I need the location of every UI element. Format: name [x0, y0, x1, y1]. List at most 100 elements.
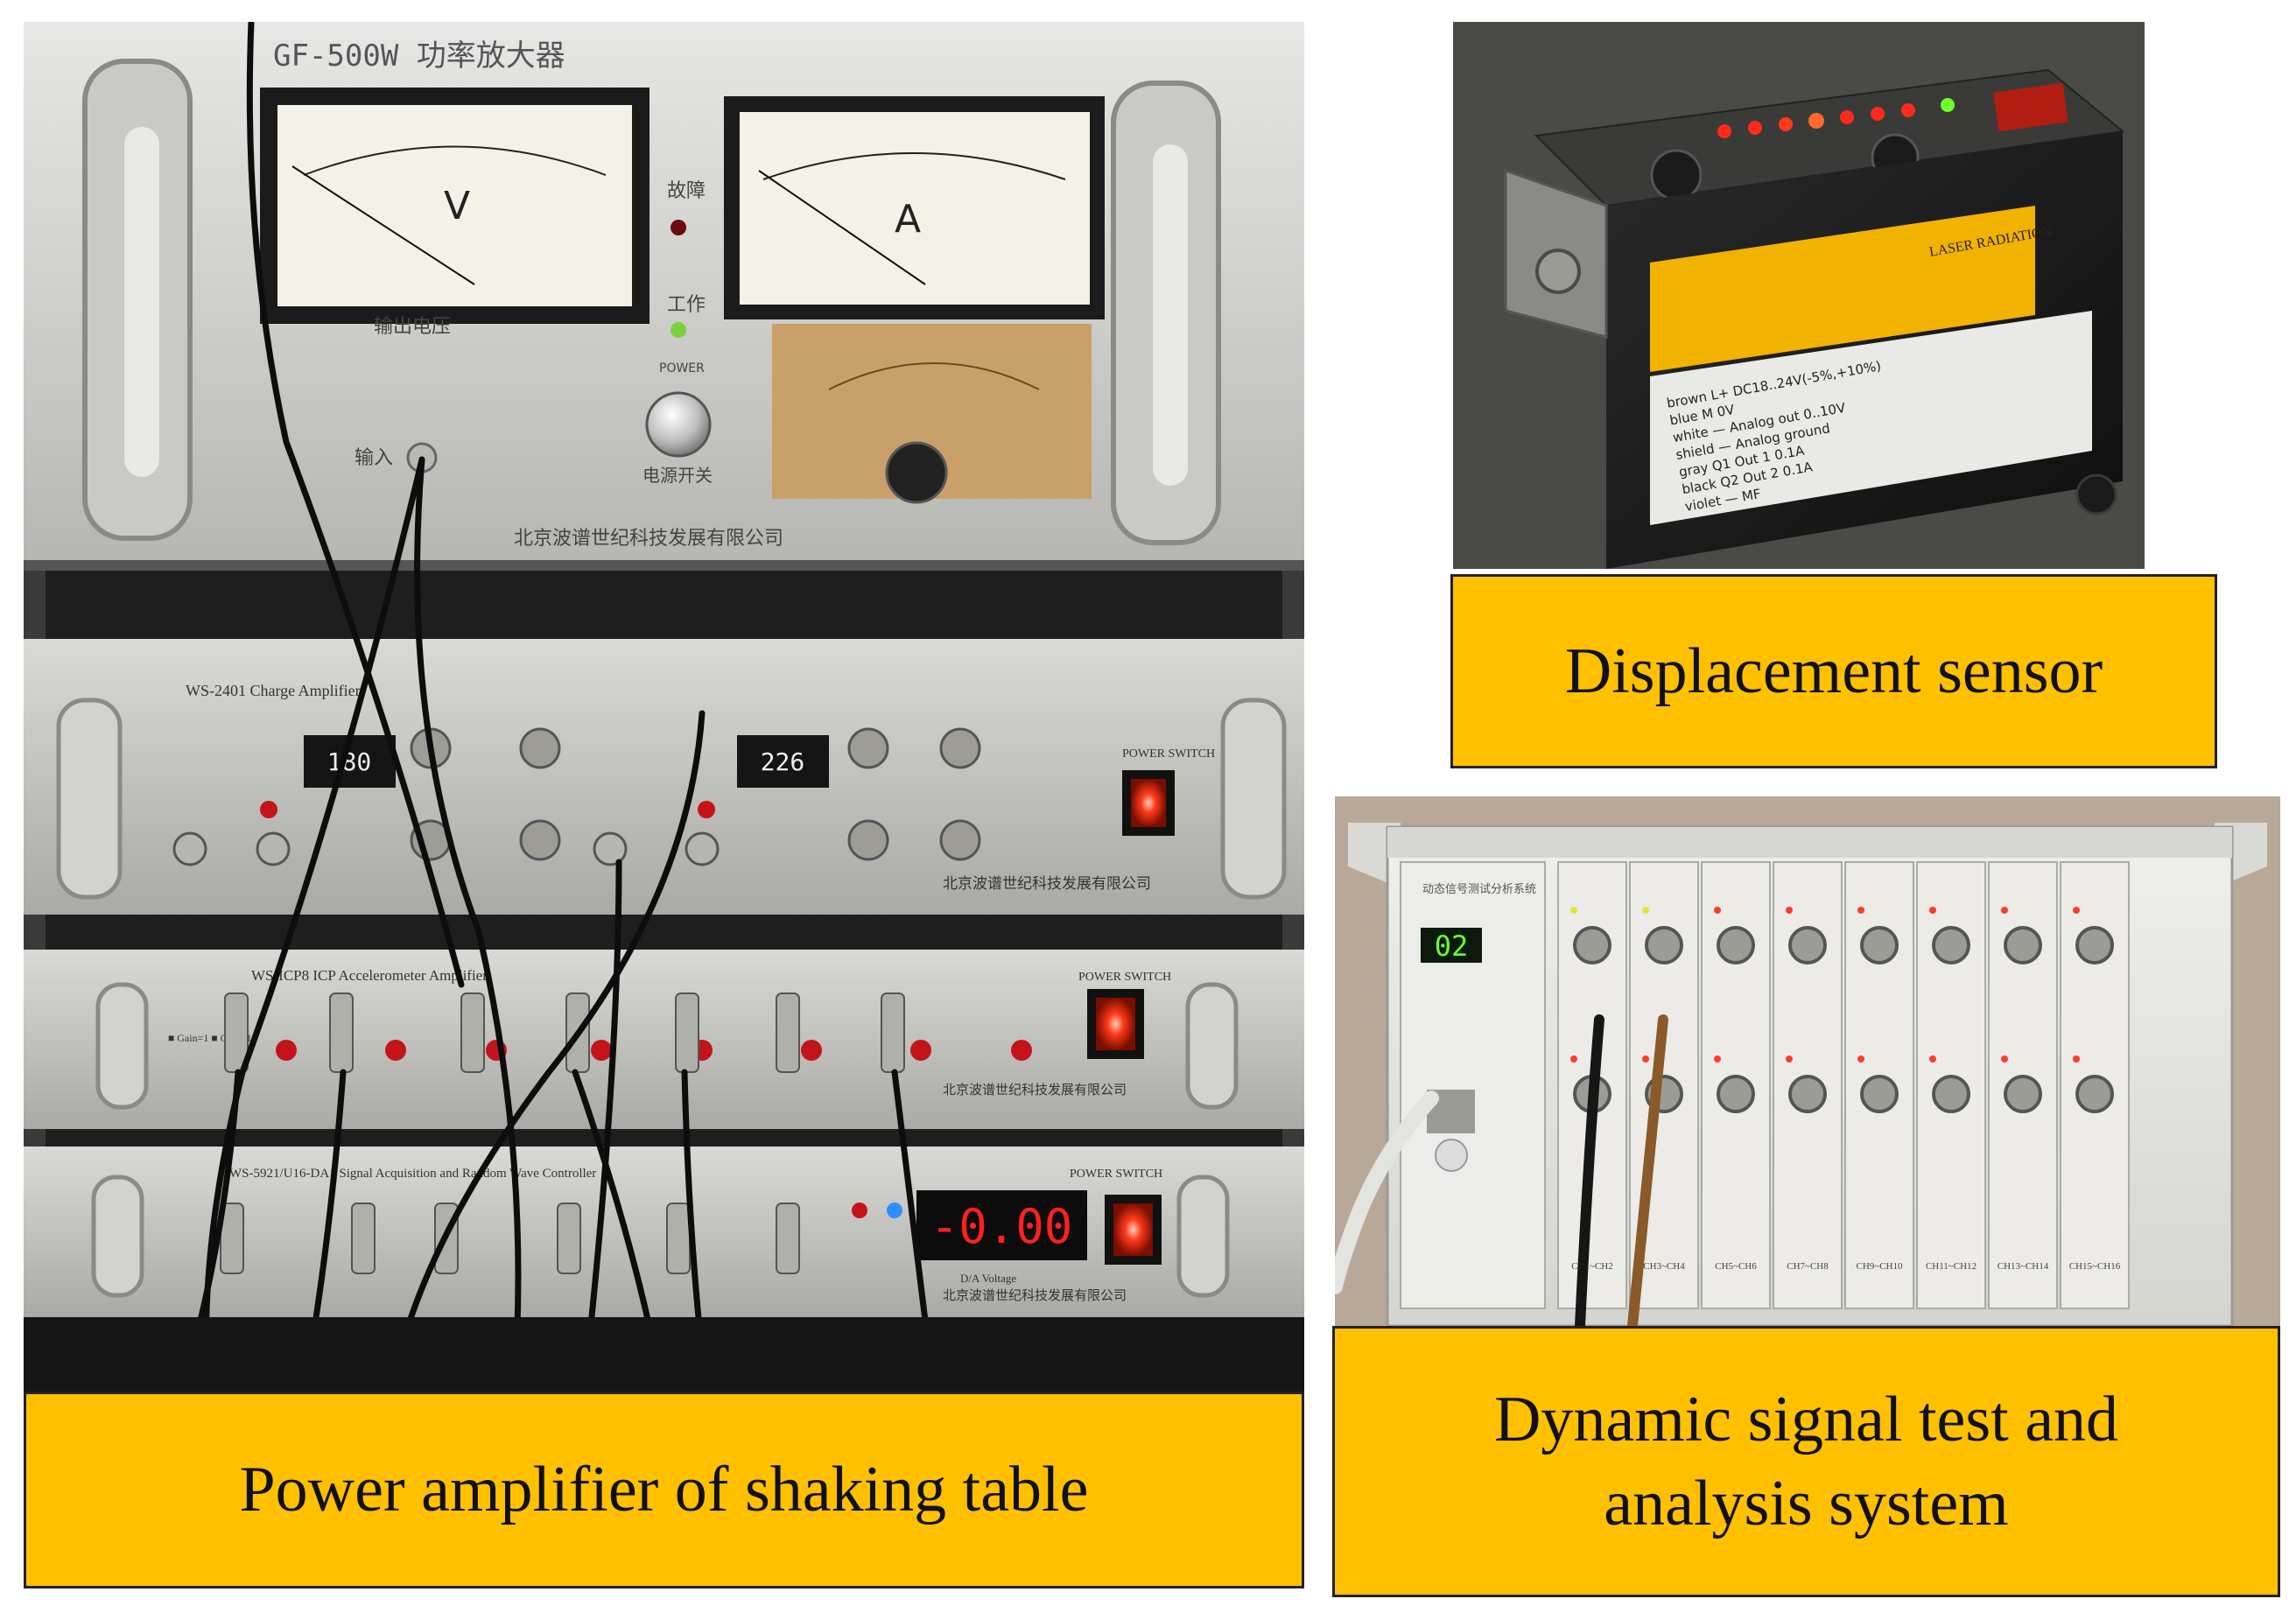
status-led	[2001, 1055, 2008, 1062]
channel-connector[interactable]	[2004, 926, 2042, 964]
status-led	[2001, 907, 2008, 914]
icp-power-switch-label: POWER SWITCH	[1078, 971, 1171, 984]
channel-connector[interactable]	[1788, 1075, 1827, 1113]
status-led	[1714, 1055, 1721, 1062]
module-display-value: 02	[1435, 929, 1469, 963]
charge-amp-dials-2	[737, 735, 829, 788]
wiring-label	[1650, 311, 2092, 525]
status-led	[1857, 907, 1864, 914]
channel-connector[interactable]	[1645, 926, 1683, 964]
charge-amp-knob[interactable]	[847, 819, 889, 861]
displacement-sensor-caption-text: Displacement sensor	[1564, 635, 2103, 707]
input-label: 输入	[355, 446, 393, 468]
status-led	[2073, 907, 2080, 914]
icp-company: 北京波谱世纪科技发展有限公司	[943, 1083, 1127, 1098]
channel-label: CH3~CH4	[1643, 1261, 1685, 1272]
channel-label: CH13~CH14	[1998, 1261, 2049, 1272]
da-voltage-display	[916, 1190, 1087, 1260]
charge-amp-power-switch-label: POWER SWITCH	[1122, 747, 1215, 761]
status-led	[2073, 1055, 2080, 1062]
ammeter-letter: A	[895, 197, 921, 242]
channel-connector[interactable]	[1788, 926, 1827, 964]
controller-power-switch-label: POWER SWITCH	[1070, 1168, 1162, 1181]
status-led	[1857, 1055, 1864, 1062]
gain-knob[interactable]	[885, 441, 948, 504]
work-led	[671, 322, 686, 338]
channel-connector[interactable]	[1573, 926, 1611, 964]
charge-amp-knob[interactable]	[847, 727, 889, 769]
status-led	[1642, 1055, 1649, 1062]
daq-caption-line-1: Dynamic signal test and	[1493, 1383, 2119, 1455]
status-led	[1929, 907, 1936, 914]
da-voltage-value: -0.00	[930, 1199, 1073, 1254]
charge-amp-dials-2-value: 226	[761, 747, 805, 776]
channel-connector[interactable]	[1860, 1075, 1899, 1113]
channel-label: CH7~CH8	[1787, 1261, 1829, 1272]
channel-connector[interactable]	[2075, 1075, 2114, 1113]
power-label: POWER	[659, 361, 705, 375]
module-display	[1421, 928, 1482, 963]
channel-label: CH15~CH16	[2069, 1261, 2121, 1272]
power-switch-label: 电源开关	[642, 466, 713, 486]
channel-connector[interactable]	[1932, 1075, 1970, 1113]
laser-warning-label	[1650, 206, 2035, 372]
icp-amplifier-title: WS-ICP8 ICP Accelerometer Amplifier	[251, 967, 488, 984]
charge-amp-dials-1-value: 180	[327, 747, 372, 776]
channel-connector[interactable]	[1932, 926, 1970, 964]
status-led	[1714, 907, 1721, 914]
charge-amp-knob[interactable]	[519, 727, 561, 769]
displacement-sensor-photo: LASER RADIATION brown L+ DC18..24V(-5%,+…	[1453, 22, 2145, 569]
status-led	[1570, 907, 1577, 914]
channel-connector[interactable]	[1860, 926, 1899, 964]
status-led	[1786, 907, 1793, 914]
mounting-screw	[1535, 249, 1581, 294]
charge-amp-knob[interactable]	[519, 819, 561, 861]
charge-amplifier-panel	[24, 639, 1304, 915]
displacement-sensor-caption: Displacement sensor	[1450, 574, 2217, 768]
status-led	[1570, 1055, 1577, 1062]
channel-module: CH13~CH14	[1988, 861, 2058, 1309]
da-voltage-label: D/A Voltage	[960, 1272, 1016, 1285]
channel-module: CH7~CH8	[1773, 861, 1843, 1309]
status-led	[1929, 1055, 1936, 1062]
fault-led	[671, 220, 686, 235]
voltmeter-letter: V	[444, 184, 470, 228]
channel-connector[interactable]	[2075, 926, 2114, 964]
dynamic-signal-system-caption: Dynamic signal test and analysis system	[1332, 1326, 2280, 1597]
power-amplifier-caption-text: Power amplifier of shaking table	[239, 1454, 1089, 1526]
power-switch-button[interactable]	[645, 391, 712, 458]
channel-connector[interactable]	[1717, 1075, 1755, 1113]
status-led	[1642, 907, 1649, 914]
charge-amp-knob[interactable]	[939, 727, 981, 769]
channel-module: CH5~CH6	[1701, 861, 1771, 1309]
signal-controller-title: WS-5921/U16-DA1 Signal Acquisition and R…	[229, 1167, 596, 1181]
controller-company: 北京波谱世纪科技发展有限公司	[943, 1288, 1127, 1303]
power-amplifier-rack-photo: GF-500W 功率放大器 V 输出电压 A 故障 工作 POWER 电源开关 …	[24, 22, 1304, 1392]
daq-caption-line-2: analysis system	[1604, 1468, 2009, 1539]
work-label: 工作	[667, 293, 706, 315]
power-amplifier-caption: Power amplifier of shaking table	[24, 1392, 1304, 1588]
channel-module: CH9~CH10	[1844, 861, 1914, 1309]
channel-label: CH9~CH10	[1856, 1261, 1903, 1272]
charge-amplifier-title: WS-2401 Charge Amplifier	[186, 682, 361, 699]
channel-module: CH11~CH12	[1916, 861, 1986, 1309]
channel-connector[interactable]	[1717, 926, 1755, 964]
controller-module-label: 动态信号测试分析系统	[1422, 882, 1536, 895]
sensor-illustration: LASER RADIATION brown L+ DC18..24V(-5%,+…	[1453, 22, 2145, 569]
charge-amp-company: 北京波谱世纪科技发展有限公司	[943, 875, 1151, 892]
fault-label: 故障	[667, 179, 706, 201]
channel-module: CH15~CH16	[2060, 861, 2130, 1309]
laser-aperture	[2075, 473, 2117, 515]
amplifier-company: 北京波谱世纪科技发展有限公司	[514, 527, 783, 549]
channel-label: CH11~CH12	[1926, 1261, 1977, 1272]
rack-illustration: GF-500W 功率放大器 V 输出电压 A 故障 工作 POWER 电源开关 …	[24, 22, 1304, 1392]
channel-connector[interactable]	[2004, 1075, 2042, 1113]
charge-amp-knob[interactable]	[939, 819, 981, 861]
output-voltage-label: 输出电压	[374, 315, 451, 337]
amplifier-title: GF-500W 功率放大器	[273, 39, 565, 74]
channel-label: CH5~CH6	[1715, 1261, 1757, 1272]
status-led	[1786, 1055, 1793, 1062]
